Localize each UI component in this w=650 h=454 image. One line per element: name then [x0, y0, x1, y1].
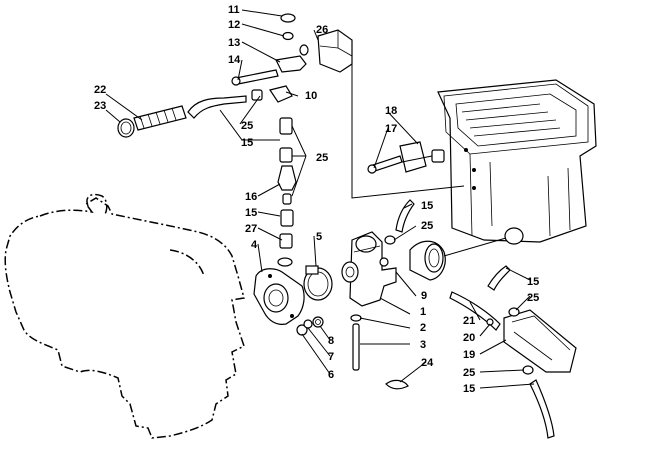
callout-25-e: 25 — [463, 367, 475, 379]
callout-3: 3 — [420, 339, 426, 351]
callout-15-b: 15 — [245, 207, 257, 219]
callout-24: 24 — [421, 357, 434, 369]
callout-21: 21 — [463, 315, 475, 327]
bracket-26 — [317, 29, 353, 73]
callout-20: 20 — [463, 332, 475, 344]
callout-25-d: 25 — [527, 292, 539, 304]
callout-26: 26 — [316, 24, 328, 36]
callout-25-b: 25 — [316, 152, 328, 164]
callout-labels: 11 12 13 14 26 10 22 23 25 15 25 18 17 1… — [94, 4, 539, 395]
callout-10: 10 — [305, 90, 317, 102]
callout-14: 14 — [228, 54, 241, 66]
callout-25-a: 25 — [241, 120, 253, 132]
callout-9: 9 — [421, 290, 427, 302]
pump-19 — [486, 307, 577, 375]
callout-15-d: 15 — [527, 276, 539, 288]
callout-8: 8 — [328, 335, 334, 347]
hardware-17-18 — [367, 141, 445, 174]
hardware-11-14 — [231, 13, 309, 86]
callout-23: 23 — [94, 100, 106, 112]
callout-1: 1 — [420, 306, 426, 318]
fuel-line-assembly — [187, 85, 297, 267]
spring-22 — [133, 105, 187, 131]
callout-17: 17 — [385, 123, 397, 135]
callout-22: 22 — [94, 84, 106, 96]
callout-15-c: 15 — [421, 200, 433, 212]
callout-19: 19 — [463, 349, 475, 361]
callout-4: 4 — [251, 239, 258, 251]
boot-9 — [409, 240, 446, 281]
callout-11: 11 — [228, 4, 240, 16]
callout-15-a: 15 — [241, 137, 253, 149]
callout-27: 27 — [245, 223, 257, 235]
callout-13: 13 — [228, 37, 240, 49]
intake-flange-4 — [253, 268, 305, 325]
engine-outline — [4, 193, 245, 439]
callout-12: 12 — [228, 19, 240, 31]
needle-2-3 — [350, 314, 362, 371]
callout-7: 7 — [328, 351, 334, 363]
carburetor — [341, 231, 397, 307]
connection-lines — [351, 64, 507, 257]
callout-6: 6 — [328, 369, 334, 381]
callout-25-c: 25 — [421, 220, 433, 232]
hardware-6-8 — [296, 316, 324, 336]
callout-18: 18 — [385, 105, 397, 117]
callout-2: 2 — [420, 322, 426, 334]
clamp-23 — [117, 118, 135, 138]
air-silencer-box — [437, 79, 597, 245]
clip-24 — [385, 379, 409, 390]
callout-5: 5 — [316, 231, 322, 243]
leader-lines — [105, 9, 535, 389]
callout-16: 16 — [245, 191, 257, 203]
callout-15-e: 15 — [463, 383, 475, 395]
clamp-5 — [303, 265, 333, 301]
